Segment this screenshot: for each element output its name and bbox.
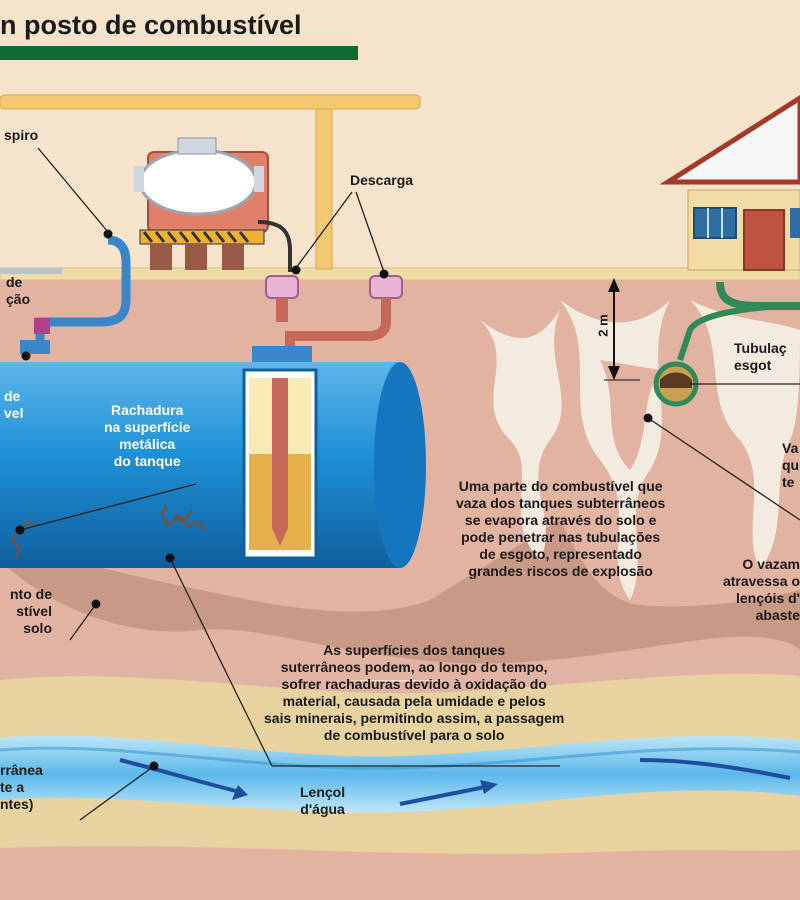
leader-dots [15, 229, 653, 771]
label-tank: de vel [4, 388, 24, 421]
sewer-pipe [677, 303, 800, 361]
bottom-soil [0, 846, 800, 900]
tanker-truck [134, 137, 269, 270]
tank-crack [160, 505, 207, 531]
discharge-hose [257, 220, 292, 272]
underground-tank [0, 362, 426, 568]
label-rachadura: Rachadura na superfície metálica do tanq… [104, 402, 191, 469]
label-tubulacao-esgoto: Tubulaç esgot [734, 340, 787, 373]
house [659, 95, 800, 271]
label-lencol: Lençol d'água [300, 784, 346, 817]
label-descarga: Descarga [350, 172, 414, 188]
discharge-fitting [369, 275, 403, 299]
label-vapor-right: Va qu te [782, 440, 800, 490]
contamination-plume [0, 520, 800, 664]
flow-arrow [399, 780, 498, 806]
label-fill-pipe: de ção [6, 274, 31, 307]
flow-arrow [639, 758, 791, 780]
page-title: n posto de combustível [0, 10, 302, 40]
label-respiro: spiro [4, 127, 39, 143]
fill-cap [0, 268, 62, 274]
vent-connector [34, 318, 50, 334]
vent-base [20, 340, 50, 354]
canopy-beam [0, 94, 421, 110]
vapor-plume [480, 310, 562, 560]
label-vazamento-right: O vazam atravessa o lençóis d' abaste [722, 556, 800, 623]
label-vazamento-solo: nto de stível solo [10, 586, 52, 636]
leader-lines [19, 147, 800, 821]
canopy-column [315, 108, 333, 270]
vapor-plume [690, 300, 800, 570]
sewer-sludge [660, 372, 692, 388]
depth-dimension [604, 278, 640, 381]
discharge-pipe [285, 298, 391, 350]
water-stream-line [0, 746, 800, 770]
label-depth: 2 m [595, 314, 611, 337]
label-evapora: Uma parte do combustível que vaza dos ta… [456, 478, 666, 579]
label-oxidacao: As superfícies dos tanques suterrâneos p… [264, 642, 565, 743]
vent-pipe [35, 235, 131, 340]
tank-manhole [252, 346, 312, 364]
title-underline [0, 46, 358, 60]
flow-arrow [119, 758, 248, 800]
label-agua-subterranea: rrânea te a ntes) [0, 762, 43, 812]
discharge-fitting [265, 275, 299, 322]
vapor-gap [600, 360, 660, 470]
sky-background [0, 0, 800, 280]
